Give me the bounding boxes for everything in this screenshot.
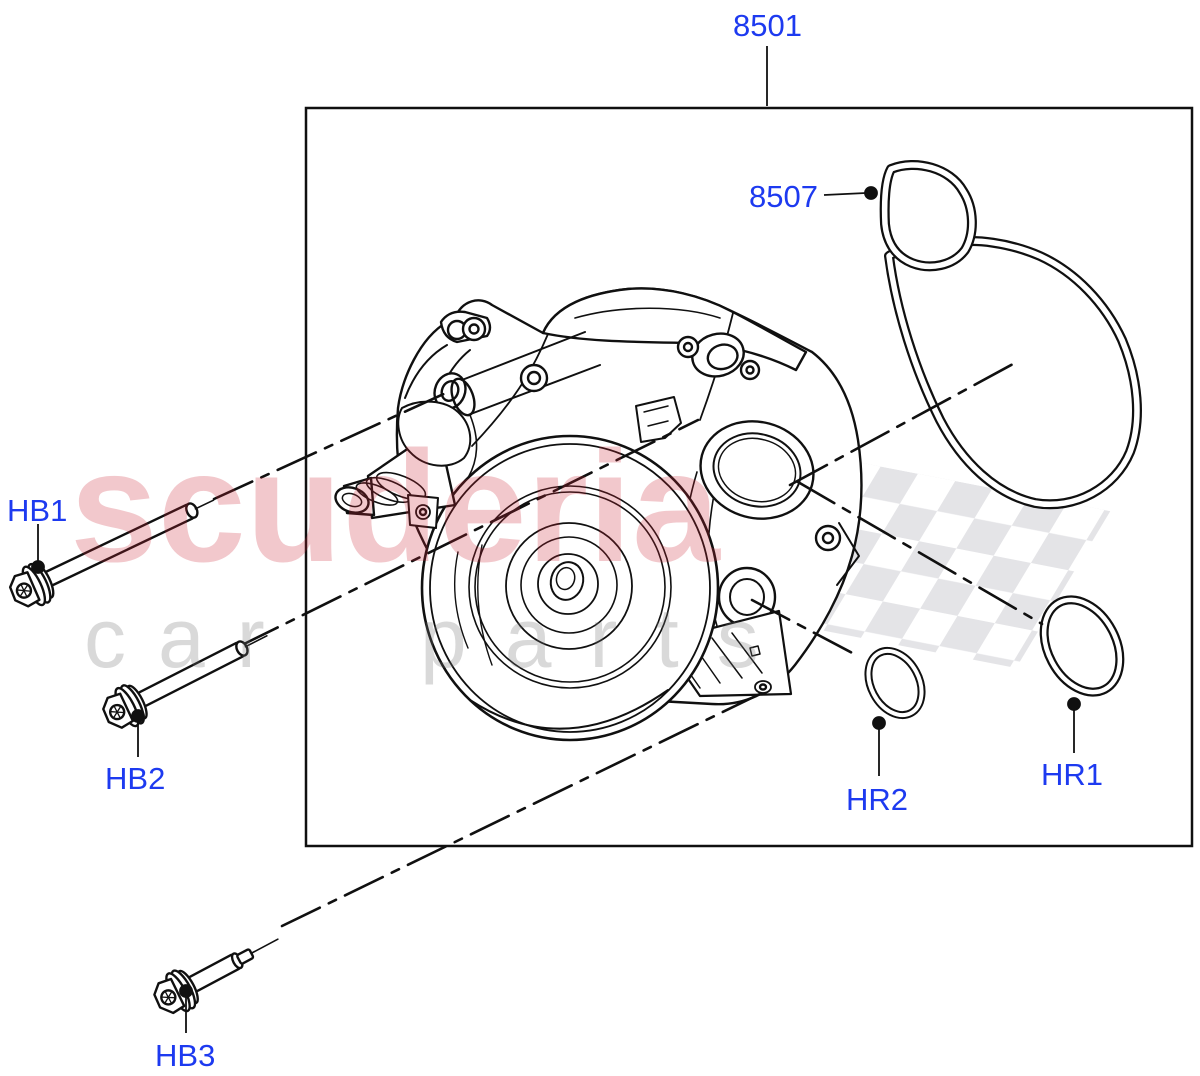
bolt-hb1: [8, 499, 215, 608]
bolt-hb3: [153, 938, 279, 1015]
watermark-brand-text: scuderia: [70, 419, 720, 595]
assembly-axis-lines: [212, 362, 1044, 928]
callout-oring-hr2: HR2: [846, 782, 909, 817]
part-frame-box: [304, 106, 1194, 848]
callout-gasket-8507: 8507: [749, 179, 818, 214]
o-ring-hr2: [864, 646, 926, 720]
big-port-ring: [699, 420, 815, 520]
callout-bolt-hb2: HB2: [105, 761, 166, 796]
watermark-word-parts: parts: [420, 591, 797, 685]
callout-assembly-8501: 8501: [733, 8, 802, 43]
o-ring-hr1: [1039, 595, 1125, 697]
watermark-word-car: car: [84, 591, 297, 685]
callout-leaders: [31, 46, 1081, 1033]
coolant-pipe: [334, 400, 478, 529]
gasket-8507: [879, 159, 1142, 510]
callout-bolt-hb3: HB3: [155, 1038, 216, 1073]
callout-bolt-hb1: HB1: [7, 493, 68, 528]
callout-oring-hr1: HR1: [1041, 757, 1104, 792]
pulley: [420, 434, 720, 742]
